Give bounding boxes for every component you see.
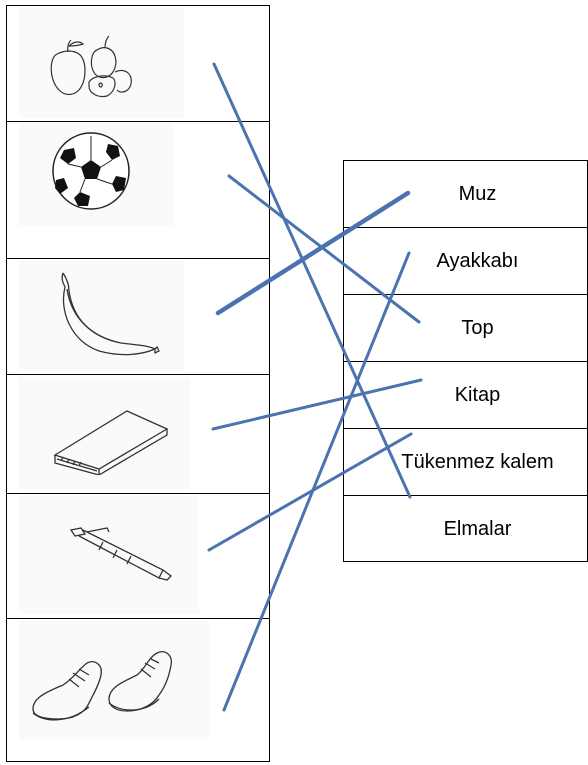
soccer-ball-icon: [52, 132, 130, 210]
word-label: Kitap: [454, 383, 501, 406]
book-icon: [53, 410, 169, 475]
word-label: Top: [461, 316, 494, 339]
word-cell-2: Ayakkabı: [344, 228, 587, 295]
picture-cell-sneakers: [7, 619, 269, 761]
word-label: Elmalar: [443, 518, 512, 540]
word-column: Muz Ayakkabı Top Kitap Tükenmez kalem El…: [343, 160, 588, 562]
word-cell-1: Muz: [344, 161, 587, 228]
picture-cell-book: [7, 375, 269, 494]
word-cell-6: Elmalar: [344, 496, 587, 563]
word-label: Tükenmez kalem: [401, 450, 554, 473]
picture-cell-ball: [7, 122, 269, 259]
word-label: Ayakkabı: [436, 249, 519, 272]
word-cell-4: Kitap: [344, 362, 587, 429]
word-label: Muz: [458, 182, 497, 205]
banana-icon: [61, 272, 160, 356]
apples-icon: [50, 35, 132, 98]
picture-cell-banana: [7, 259, 269, 375]
pen-icon: [69, 527, 172, 581]
word-cell-5: Tükenmez kalem: [344, 429, 587, 496]
picture-column: [6, 5, 270, 762]
picture-cell-pen: [7, 494, 269, 619]
picture-cell-apples: [7, 6, 269, 122]
word-cell-3: Top: [344, 295, 587, 362]
sneakers-icon: [32, 651, 172, 721]
